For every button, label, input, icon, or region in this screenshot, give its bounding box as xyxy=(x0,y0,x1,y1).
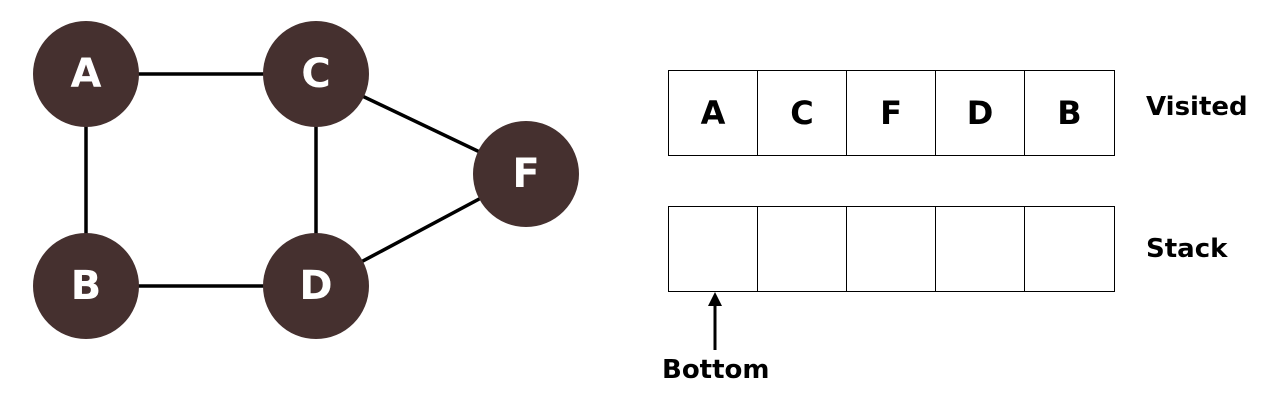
graph-node-label: C xyxy=(301,51,330,97)
stack-cell xyxy=(758,207,847,291)
graph: A C F B D xyxy=(33,21,579,339)
graph-node-b: B xyxy=(33,233,139,339)
stack-cell xyxy=(847,207,936,291)
bottom-arrow-icon xyxy=(708,292,722,350)
visited-cell: A xyxy=(669,71,758,155)
visited-cell: F xyxy=(847,71,936,155)
graph-node-label: F xyxy=(512,151,539,197)
visited-cell: B xyxy=(1057,94,1082,132)
graph-node-circle xyxy=(263,21,369,127)
stack-cell xyxy=(936,207,1025,291)
graph-node-c: C xyxy=(263,21,369,127)
graph-node-circle xyxy=(473,121,579,227)
stack-label: Stack xyxy=(1146,234,1228,264)
visited-array: A C F D B xyxy=(668,70,1115,156)
visited-cell: C xyxy=(758,71,847,155)
stack-cell xyxy=(1025,207,1114,291)
graph-node-a: A xyxy=(33,21,139,127)
graph-node-label: A xyxy=(71,51,102,97)
graph-node-label: D xyxy=(299,263,332,309)
graph-node-d: D xyxy=(263,233,369,339)
visited-label: Visited xyxy=(1146,92,1248,122)
visited-cell: D xyxy=(936,71,1025,155)
graph-node-circle xyxy=(33,233,139,339)
graph-node-circle xyxy=(33,21,139,127)
graph-nodes: A C F B D xyxy=(33,21,579,339)
graph-node-label: B xyxy=(71,263,102,309)
stack-cell xyxy=(669,207,758,291)
stack-bottom-label: Bottom xyxy=(662,355,770,385)
graph-node-circle xyxy=(263,233,369,339)
stack-array xyxy=(668,206,1115,292)
graph-node-f: F xyxy=(473,121,579,227)
